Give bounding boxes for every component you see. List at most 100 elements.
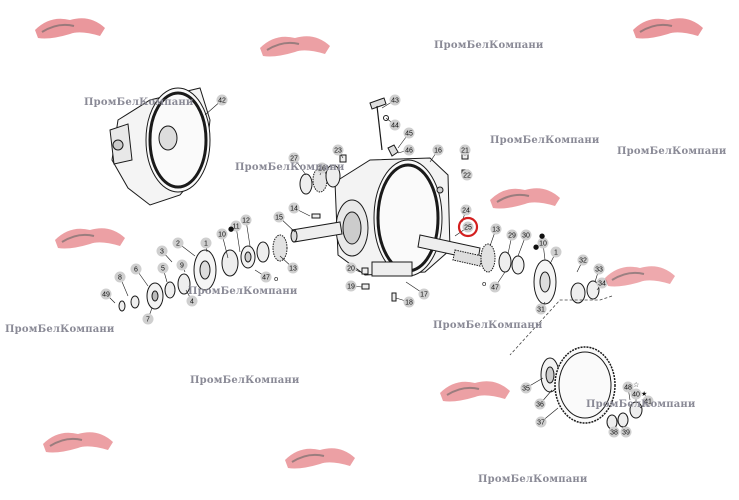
callout-number: 15 xyxy=(275,214,283,221)
callout-15: 15 xyxy=(273,211,285,223)
callout-number: 22 xyxy=(463,172,471,179)
callout-number: 18 xyxy=(405,299,413,306)
highlight-ring-25 xyxy=(457,216,479,238)
input-shaft-part-15 xyxy=(290,221,343,243)
callout-bubble xyxy=(230,220,242,232)
callout-bubble xyxy=(462,221,474,233)
callout-25: 25 xyxy=(462,221,474,233)
watermark-text: ПромБелКомпани xyxy=(434,40,544,51)
callout-number: 13 xyxy=(492,226,500,233)
callout-number: 49 xyxy=(102,291,110,298)
callout-7: 7 xyxy=(142,313,154,325)
callout-36: 36 xyxy=(534,398,546,410)
callout-bubble xyxy=(200,237,212,249)
callout-bubble xyxy=(345,280,357,292)
callout-number: 3 xyxy=(160,248,164,255)
callout-47: 47 xyxy=(260,271,272,283)
watermark-text: ПромБелКомпани xyxy=(433,320,543,331)
callout-22: 22 xyxy=(461,169,473,181)
callout-number: 25 xyxy=(464,224,472,231)
callout-34: 34 xyxy=(596,277,608,289)
bearing-part-26 xyxy=(299,164,341,195)
callout-number: 33 xyxy=(595,266,603,273)
callout-bubble xyxy=(288,202,300,214)
callout-bubble xyxy=(432,144,444,156)
watermark-text: ПромБелКомпани xyxy=(188,286,298,297)
callout-bubble xyxy=(630,388,642,400)
callout-bubble xyxy=(142,313,154,325)
callout-27: 27 xyxy=(288,152,300,164)
callout-31: 31 xyxy=(535,303,547,315)
callout-bubble xyxy=(288,152,300,164)
callout-number: 45 xyxy=(405,130,413,137)
callout-number: 43 xyxy=(391,97,399,104)
callout-13: 13 xyxy=(490,223,502,235)
callout-bubble xyxy=(537,237,549,249)
callout-bubble xyxy=(216,228,228,240)
callout-bubble xyxy=(172,237,184,249)
watermark-logo xyxy=(55,228,125,249)
callout-bubble xyxy=(100,288,112,300)
callout-bubble xyxy=(130,263,142,275)
callout-19: 19 xyxy=(345,280,357,292)
watermark-text: ПромБелКомпани xyxy=(617,146,727,157)
callout-bubble xyxy=(157,262,169,274)
callout-bubble xyxy=(642,395,654,407)
callout-bubble xyxy=(403,144,415,156)
callout-bubble xyxy=(608,426,620,438)
callout-number: 10 xyxy=(218,231,226,238)
callout-number: 9 xyxy=(180,262,184,269)
callout-bubble xyxy=(389,94,401,106)
callout-37: 37 xyxy=(535,416,547,428)
watermark-text: ПромБелКомпани xyxy=(190,375,300,386)
open-circle-marker: o xyxy=(482,280,486,288)
watermark-logo xyxy=(35,18,105,39)
open-circle-marker: o xyxy=(274,275,278,283)
callout-bubble xyxy=(593,263,605,275)
callout-2: 2 xyxy=(172,237,184,249)
callout-number: 48 xyxy=(624,384,632,391)
callout-number: 17 xyxy=(420,291,428,298)
callout-bubble xyxy=(403,127,415,139)
callout-26: 26 xyxy=(316,162,328,174)
callout-29: 29 xyxy=(506,229,518,241)
callout-10: 10 xyxy=(537,237,549,249)
callout-10: 10 xyxy=(216,228,228,240)
callout-8: 8 xyxy=(114,271,126,283)
callout-number: 37 xyxy=(537,419,545,426)
callout-number: 26 xyxy=(318,165,326,172)
callout-number: 10 xyxy=(539,240,547,247)
callout-bubble xyxy=(345,262,357,274)
watermark-text: ПромБелКомпани xyxy=(478,474,588,485)
callout-39: 39 xyxy=(620,426,632,438)
callout-number: 36 xyxy=(536,401,544,408)
callout-number: 6 xyxy=(134,266,138,273)
callout-number: 38 xyxy=(610,429,618,436)
callout-bubble xyxy=(535,303,547,315)
callout-bubble xyxy=(260,271,272,283)
output-shaft-part-25 xyxy=(417,234,483,267)
callout-number: 1 xyxy=(204,240,208,247)
callout-32: 32 xyxy=(577,254,589,266)
callout-16: 16 xyxy=(432,144,444,156)
callout-17: 17 xyxy=(418,288,430,300)
callout-number: 44 xyxy=(391,122,399,129)
callout-35: 35 xyxy=(520,382,532,394)
filled-dot-marker: ● xyxy=(539,232,545,240)
callout-bubble xyxy=(460,204,472,216)
callout-number: 46 xyxy=(405,147,413,154)
callout-4: 4 xyxy=(186,295,198,307)
bell-housing-part-42 xyxy=(109,87,211,206)
callout-21: 21 xyxy=(459,144,471,156)
callout-bubble xyxy=(287,262,299,274)
callout-number: 1 xyxy=(554,249,558,256)
callout-40: 40 xyxy=(630,388,642,400)
callout-bubble xyxy=(216,94,228,106)
callout-9: 9 xyxy=(176,259,188,271)
callout-number: 41 xyxy=(644,398,652,405)
callout-bubble xyxy=(176,259,188,271)
callout-number: 31 xyxy=(537,306,545,313)
callout-number: 27 xyxy=(290,155,298,162)
watermark-text: ПромБелКомпани xyxy=(490,135,600,146)
